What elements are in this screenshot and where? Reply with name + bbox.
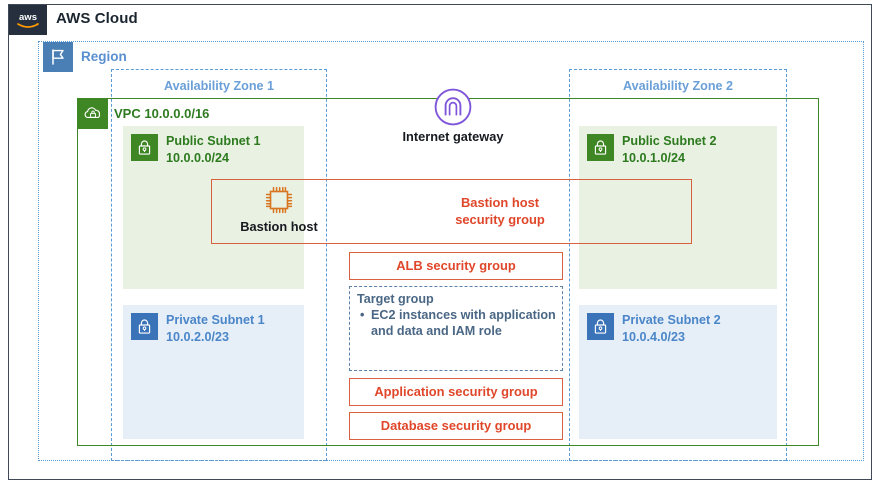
target-group-title: Target group (357, 292, 434, 306)
subnet-cidr: 10.0.2.0/23 (166, 330, 230, 345)
private-subnet-1: Private Subnet 1 10.0.2.0/23 (123, 305, 304, 439)
bastion-host-security-group-label: Bastion host security group (370, 195, 630, 228)
bastion-host-node: Bastion host (235, 183, 323, 241)
aws-cloud-title: AWS Cloud (56, 10, 138, 27)
bastion-host-security-group: Bastion host security group (211, 179, 692, 244)
sg-label-line-1: Bastion host (460, 194, 540, 210)
public-subnet-2-label: Public Subnet 2 10.0.1.0/24 (622, 133, 716, 168)
svg-text:aws: aws (19, 12, 37, 23)
subnet-name: Private Subnet 2 (622, 313, 721, 327)
subnet-cidr: 10.0.1.0/24 (622, 151, 686, 166)
list-item: EC2 instances with application and data … (360, 308, 558, 339)
public-subnet-1-label: Public Subnet 1 10.0.0.0/24 (166, 133, 260, 168)
public-subnet-2: Public Subnet 2 10.0.1.0/24 (579, 126, 777, 289)
region-boundary (38, 41, 864, 461)
internet-gateway-label: Internet gateway (402, 129, 504, 144)
public-subnet-1: Public Subnet 1 10.0.0.0/24 (123, 126, 304, 289)
alb-security-group: ALB security group (349, 252, 563, 280)
availability-zone-1-label: Availability Zone 1 (163, 79, 275, 93)
availability-zone-1-boundary (111, 69, 327, 461)
target-group: Target group EC2 instances with applicat… (349, 286, 563, 371)
ec2-instance-chip-icon (262, 183, 296, 217)
sg-label-line-2: security group (455, 211, 545, 227)
target-group-list: EC2 instances with application and data … (357, 308, 558, 339)
availability-zone-2-boundary (569, 69, 787, 461)
architecture-diagram: aws AWS Cloud Region Availability Zone 1… (8, 4, 872, 480)
subnet-cidr: 10.0.0.0/24 (166, 151, 230, 166)
region-flag-icon (43, 42, 73, 72)
availability-zone-2-label: Availability Zone 2 (622, 79, 734, 93)
vpc-cloud-lock-icon (78, 99, 108, 129)
subnet-lock-icon (131, 134, 158, 161)
bastion-host-label: Bastion host (240, 219, 318, 234)
subnet-lock-icon (131, 313, 158, 340)
database-security-group: Database security group (349, 412, 563, 440)
subnet-cidr: 10.0.4.0/23 (622, 330, 686, 345)
internet-gateway-icon (433, 87, 473, 127)
application-security-group: Application security group (349, 378, 563, 406)
private-subnet-1-label: Private Subnet 1 10.0.2.0/23 (166, 312, 265, 347)
vpc-label: VPC 10.0.0.0/16 (114, 106, 210, 121)
private-subnet-2: Private Subnet 2 10.0.4.0/23 (579, 305, 777, 439)
subnet-name: Public Subnet 2 (622, 134, 717, 148)
subnet-name: Private Subnet 1 (166, 313, 265, 327)
aws-logo-icon: aws (9, 5, 47, 35)
subnet-name: Public Subnet 1 (166, 134, 261, 148)
private-subnet-2-label: Private Subnet 2 10.0.4.0/23 (622, 312, 721, 347)
subnet-lock-icon (587, 134, 614, 161)
region-label: Region (81, 49, 127, 64)
subnet-lock-icon (587, 313, 614, 340)
